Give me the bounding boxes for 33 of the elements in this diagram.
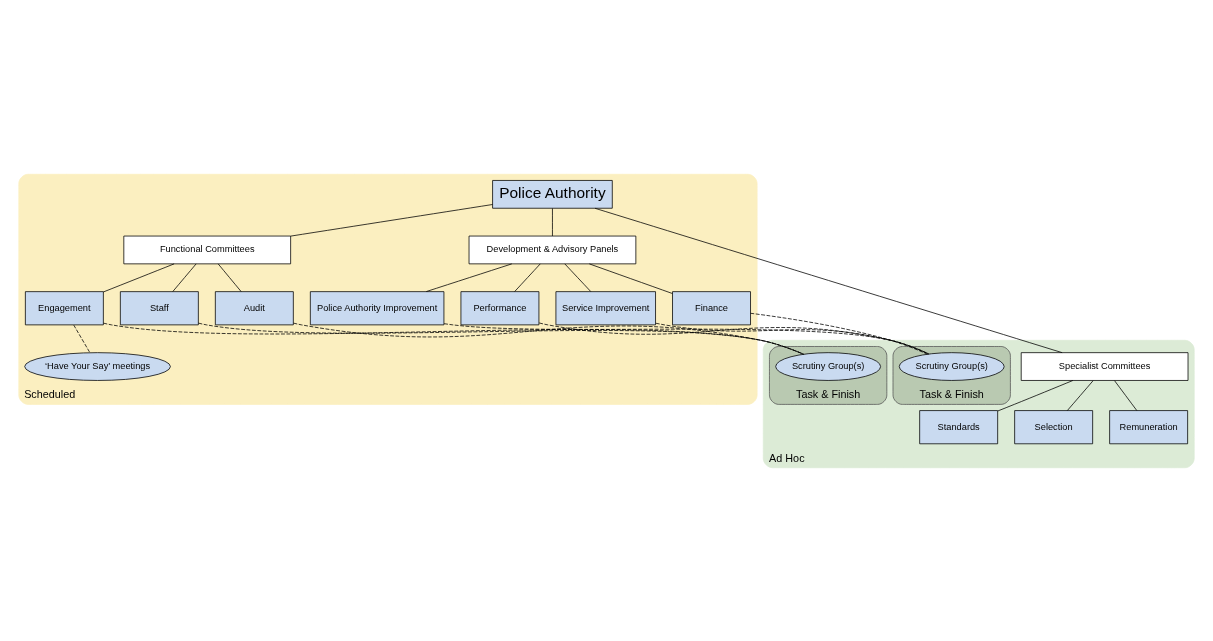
node-box: Police Authority Improvement [309, 290, 445, 325]
node-box: Police Authority [492, 179, 613, 209]
node-ellipse: Scrutiny Group(s) [775, 351, 881, 381]
node-box: Functional Committees [123, 235, 292, 264]
connector [538, 322, 930, 354]
connector [425, 263, 513, 292]
node-box: Development & Advisory Panels [468, 235, 637, 264]
node-box: Audit [214, 290, 294, 325]
node-box: Staff [119, 290, 199, 325]
connector [564, 263, 592, 292]
node-ellipse: Scrutiny Group(s) [898, 351, 1005, 381]
connector [514, 263, 541, 292]
node-box: Finance [672, 290, 751, 325]
node-box: Specialist Committees [1020, 351, 1189, 381]
connector [552, 207, 553, 236]
connector [73, 324, 91, 353]
node-box: Remuneration [1109, 409, 1189, 444]
connector [290, 203, 493, 236]
node-box: Selection [1014, 409, 1094, 444]
node-box: Engagement [24, 290, 104, 325]
node-ellipse: ‘Have Your Say’ meetings [24, 351, 171, 381]
connector [1066, 379, 1094, 411]
node-box: Performance [460, 290, 540, 325]
connector [1114, 379, 1138, 411]
node-box: Standards [919, 409, 999, 444]
connector [750, 312, 928, 355]
node-box: Service Improvement [555, 290, 656, 325]
connector [594, 207, 1063, 353]
connector [588, 263, 673, 294]
connector [217, 263, 242, 292]
connector [103, 263, 175, 292]
connector [172, 263, 197, 292]
connector [443, 322, 930, 354]
